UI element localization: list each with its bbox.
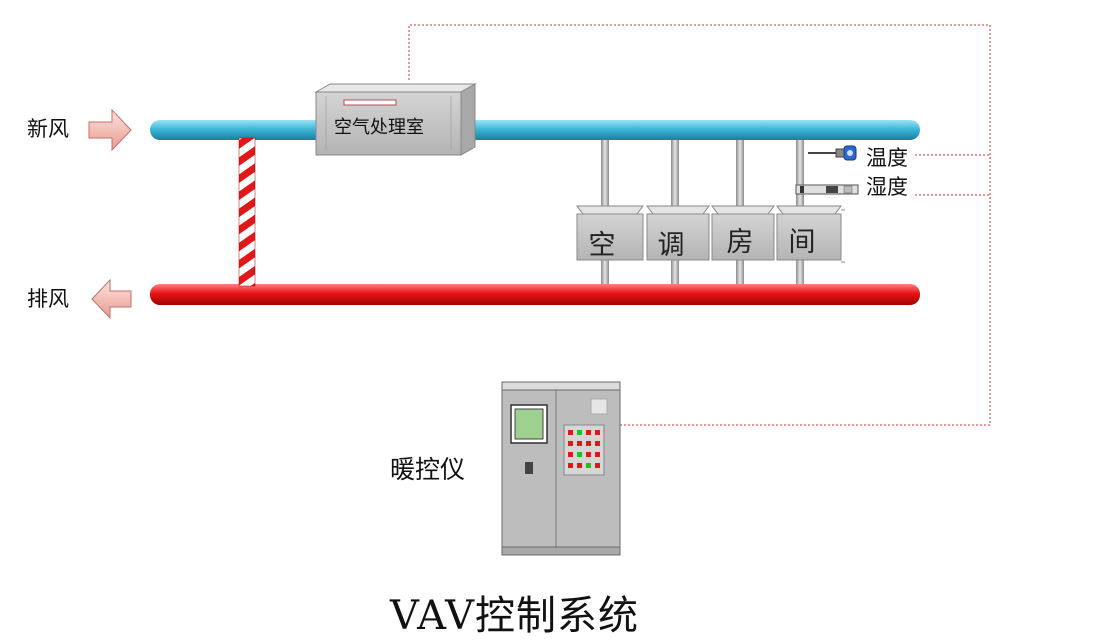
room-boxes (576, 205, 845, 263)
indicator-led-icon (595, 430, 600, 435)
heat-recovery-connector (238, 137, 256, 287)
room-char-3: 房 (726, 227, 754, 258)
room-char-2: 调 (657, 230, 685, 261)
indicator-led-icon (568, 430, 573, 435)
fresh-air-label: 新风 (27, 117, 69, 141)
indicator-led-icon (577, 441, 582, 446)
room-char-4: 间 (788, 227, 816, 258)
indicator-led-icon (595, 463, 600, 468)
indicator-led-icon (568, 441, 573, 446)
temperature-sensor-icon (808, 145, 857, 161)
supply-duct (150, 120, 920, 140)
indicator-led-icon (577, 452, 582, 457)
arrow-left-icon (91, 278, 132, 320)
indicator-led-icon (595, 452, 600, 457)
controller-label: 暖控仪 (390, 455, 466, 484)
temperature-label: 温度 (866, 146, 908, 170)
ahu-box (314, 83, 477, 156)
indicator-led-icon (568, 463, 573, 468)
humidity-label: 湿度 (866, 175, 908, 199)
indicator-led-icon (568, 452, 573, 457)
indicator-led-icon (586, 441, 591, 446)
indicator-led-icon (586, 463, 591, 468)
indicator-led-icon (595, 441, 600, 446)
room-char-1: 空 (588, 230, 616, 261)
indicator-led-icon (577, 463, 582, 468)
controller-cabinet (501, 381, 621, 556)
exhaust-duct (150, 284, 920, 305)
diagram-title: VAV控制系统 (390, 593, 639, 639)
humidity-sensor-icon (795, 184, 859, 195)
ahu-label: 空气处理室 (334, 117, 424, 138)
indicator-led-icon (577, 430, 582, 435)
indicator-led-icon (586, 430, 591, 435)
exhaust-air-label: 排风 (27, 287, 69, 311)
indicator-led-icon (586, 452, 591, 457)
arrow-right-icon (88, 108, 132, 152)
signal-lines (408, 24, 991, 426)
